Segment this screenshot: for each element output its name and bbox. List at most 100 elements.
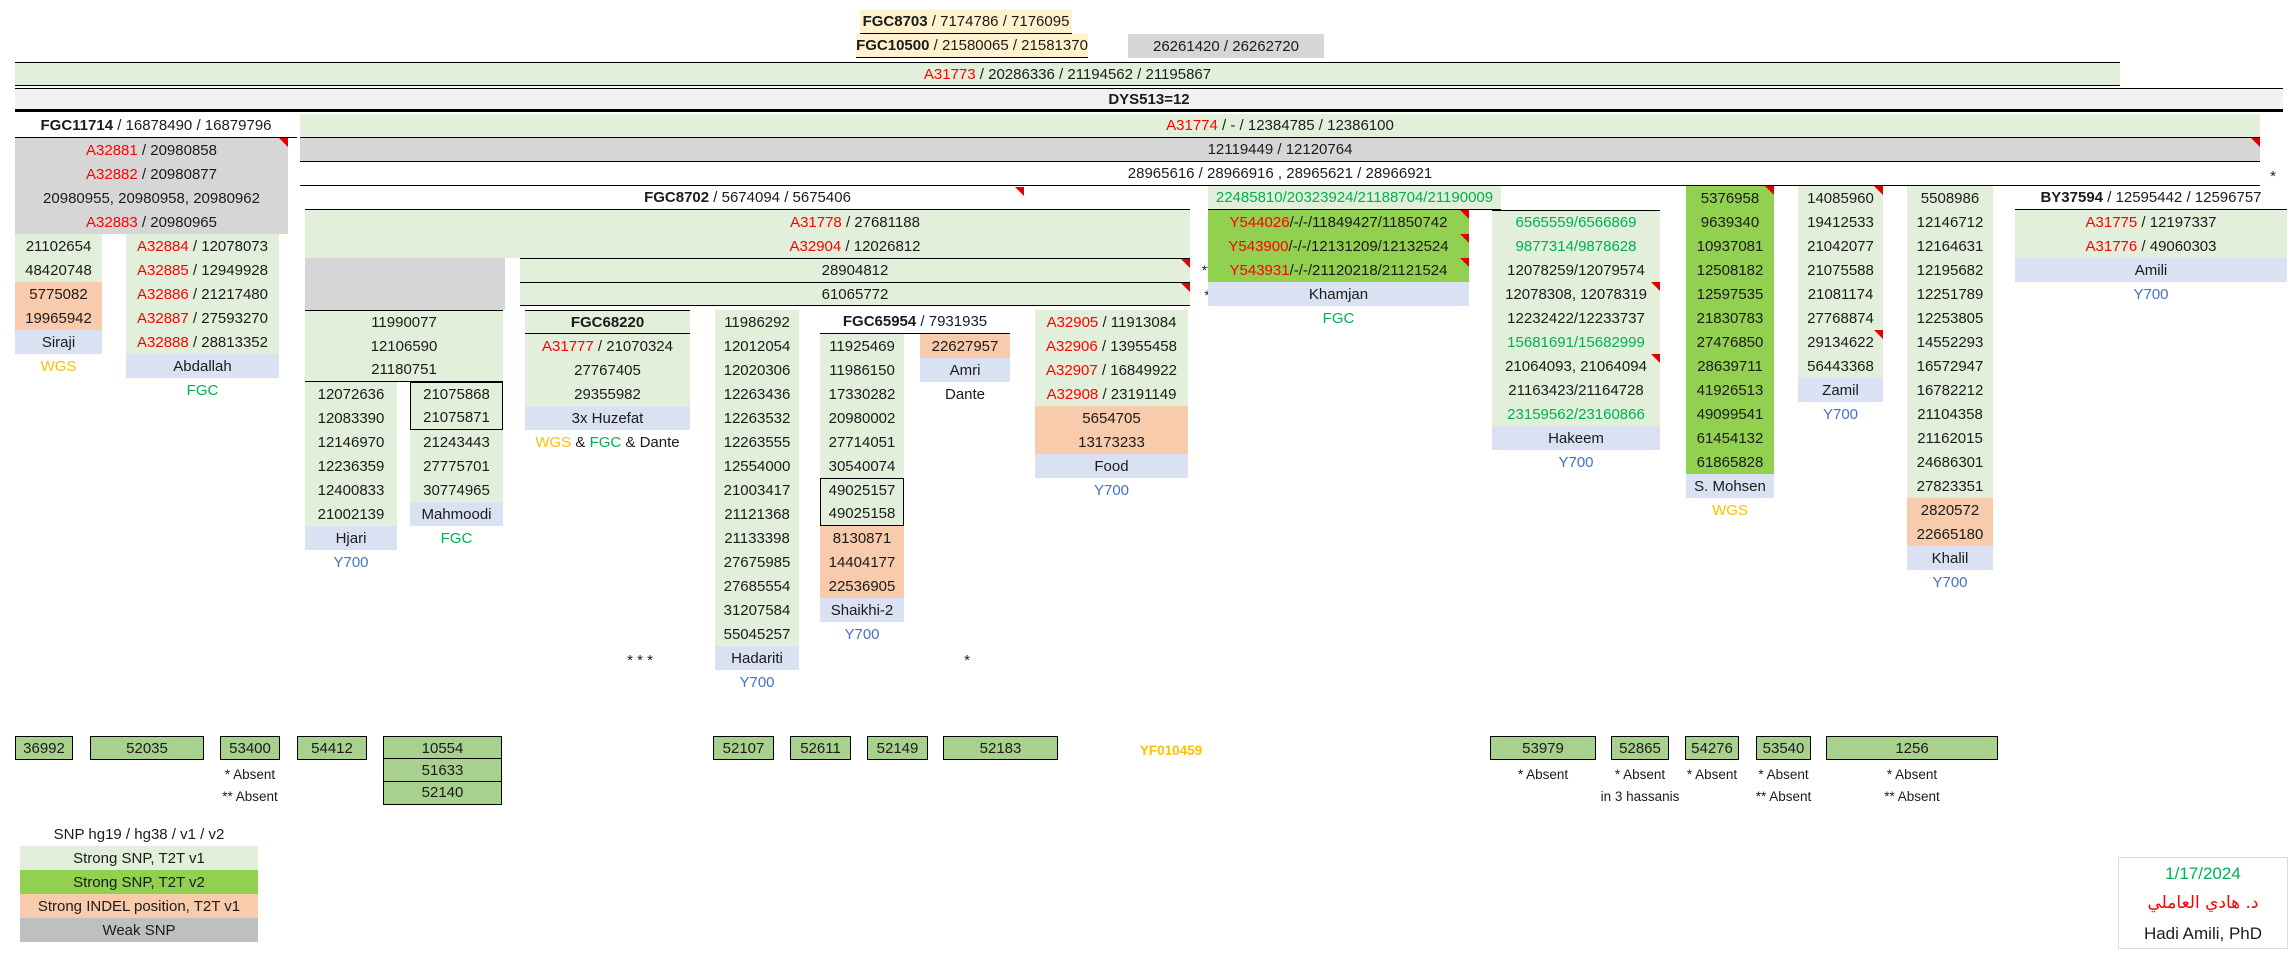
kit-53979-notes: * Absent [1470, 764, 1616, 786]
text-segment: 14404177 [828, 553, 896, 571]
text-segment: Strong SNP, T2T v2 [73, 873, 205, 891]
text-segment: 21180751 [371, 361, 437, 378]
text-segment: / 11913084 [1098, 313, 1177, 331]
kit-box-52611: 52611 [790, 736, 851, 760]
text-segment: 27685554 [723, 577, 791, 595]
text-segment: ** Absent [1755, 789, 1812, 805]
data-cell: * Absent [1663, 764, 1761, 786]
text-segment: 5508986 [1920, 189, 1980, 207]
text-segment: 22485810/20323924/21188704/21190009 [1215, 189, 1494, 206]
legend-item: Strong INDEL position, T2T v1 [20, 894, 258, 918]
text-segment: A32883 [86, 213, 138, 231]
text-segment: Y700 [333, 553, 369, 571]
text-segment: 52149 [876, 739, 919, 757]
data-cell: 14404177 [820, 550, 904, 574]
text-segment: FGC8703 [862, 13, 928, 30]
fgc8703-header: FGC8703 / 7174786 / 7176095 [860, 10, 1072, 34]
text-segment: 61865828 [1696, 453, 1764, 471]
data-cell: 55045257 [715, 622, 799, 646]
data-cell: 52035 [90, 736, 204, 760]
text-segment: FGC [186, 381, 219, 399]
comment-marker-icon [1181, 259, 1190, 268]
text-segment: Hadariti [731, 649, 783, 667]
text-segment: / 21217480 [188, 285, 268, 303]
comment-marker-icon [1460, 258, 1469, 267]
text-segment: 12400833 [317, 481, 385, 499]
text-segment: 11925469 [829, 337, 895, 355]
data-cell: 22536905 [820, 574, 904, 598]
text-segment: Siraji [41, 333, 76, 351]
text-segment: /-/-/21120218/21121524 [1289, 261, 1448, 279]
data-cell: 52865 [1611, 736, 1669, 760]
text-segment: 52183 [979, 739, 1022, 757]
data-cell: * Absent [1860, 764, 1964, 786]
data-cell: A31775 / 12197337 [2015, 210, 2287, 234]
text-segment: د. هادي العاملي [2147, 892, 2259, 913]
text-segment: 11986292 [724, 313, 790, 331]
data-cell: A32907 / 16849922 [1035, 358, 1188, 382]
data-cell: 12012054 [715, 334, 799, 358]
text-segment: A31776 [2085, 237, 2138, 255]
text-segment: 30540074 [828, 457, 896, 475]
data-cell: 41926513 [1686, 378, 1774, 402]
text-segment: 22627957 [931, 337, 999, 355]
text-segment: S. Mohsen [1694, 477, 1766, 495]
comment-marker-icon [1651, 354, 1660, 363]
data-cell: 26261420 / 26262720 [1128, 34, 1324, 58]
text-segment: 15681691/15682999 [1507, 333, 1645, 351]
data-cell: 30774965 [410, 478, 503, 502]
text-segment: WGS [1712, 501, 1748, 519]
text-segment: 56443368 [1807, 357, 1874, 375]
data-cell: 21133398 [715, 526, 799, 550]
text-segment: /-/-/12131209/12132524 [1288, 237, 1449, 255]
data-cell: 12164631 [1907, 234, 1993, 258]
data-cell: 21104358 [1907, 402, 1993, 426]
data-cell: 21075868 [410, 382, 503, 406]
test-type-label: Y700 [305, 550, 397, 574]
author-arabic: د. هادي العاملي [2119, 888, 2287, 918]
fgc65954-header: FGC65954 / 7931935 [820, 310, 1010, 334]
kit-box-36992: 36992 [15, 736, 73, 760]
text-segment: A32906 [1046, 337, 1098, 355]
test-type-label: Y700 [1907, 570, 1993, 594]
text-segment: 49099541 [1696, 405, 1764, 423]
data-cell: A31773 / 20286336 / 21194562 / 21195867 [15, 62, 2120, 86]
data-cell: 27685554 [715, 574, 799, 598]
text-segment: 21104358 [1917, 405, 1983, 423]
text-segment: 54276 [1691, 739, 1733, 757]
data-cell: 54412 [297, 736, 367, 760]
data-cell: * Absent [202, 764, 298, 786]
data-cell: 1256 [1826, 736, 1998, 760]
fgc8702-comment-marker [1008, 187, 1024, 201]
data-cell: 8130871 [820, 526, 904, 550]
text-segment: ** Absent [1884, 789, 1940, 805]
data-cell: 53400 [220, 736, 280, 760]
text-segment: 12106590 [370, 337, 438, 355]
text-segment: Y700 [739, 673, 775, 691]
data-cell: 52149 [867, 736, 928, 760]
text-segment: 21003417 [723, 481, 791, 499]
khamjan-header: 22485810/20323924/21188704/21190009 [1208, 186, 1501, 210]
data-cell: 28639711 [1686, 354, 1774, 378]
data-cell: 54276 [1685, 736, 1739, 760]
clan-name-cell: Hadariti [715, 646, 799, 670]
text-segment: 27768874 [1807, 309, 1874, 327]
data-cell: 12020306 [715, 358, 799, 382]
data-cell: 29134622 [1798, 330, 1883, 354]
text-segment: BY37594 [2040, 189, 2104, 206]
data-cell: 28904812 [520, 258, 1190, 282]
text-segment: / 20980877 [137, 165, 217, 183]
text-segment: SNP hg19 / hg38 / v1 / v2 [53, 825, 225, 843]
data-cell: * Absent [1470, 764, 1616, 786]
text-segment: 29355982 [574, 385, 641, 403]
text-segment: A31773 [923, 65, 976, 83]
data-cell: FGC65954 / 7931935 [820, 310, 1010, 334]
clan-name-cell: Food [1035, 454, 1188, 478]
text-segment: Amri [949, 361, 981, 379]
text-segment: Amili [2134, 261, 2168, 279]
data-cell: Y543931/-/-/21120218/21121524 [1208, 258, 1469, 282]
